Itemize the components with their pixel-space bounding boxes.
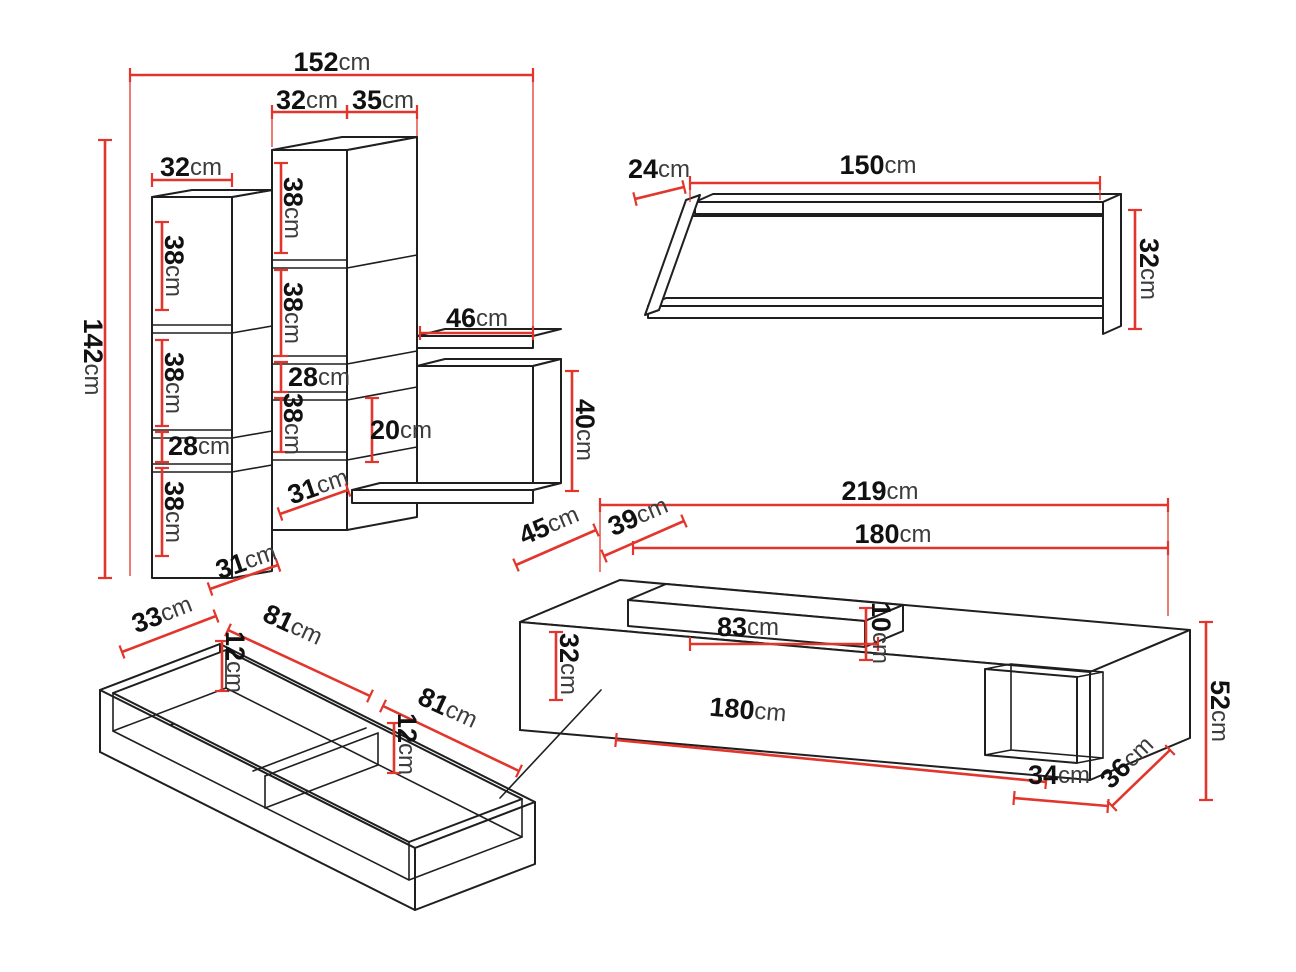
wall-shelf-top-top-face bbox=[694, 193, 1122, 203]
tv-niche-back-wall bbox=[1010, 663, 1104, 759]
dim-tv-depth: 45cm bbox=[515, 499, 584, 551]
dim-tv-front-width: 180cm bbox=[708, 692, 787, 729]
wall-shelf-right-cap bbox=[1102, 193, 1122, 335]
wall-shelf-left-cap bbox=[644, 194, 701, 316]
dim-left-section-1: 38cm bbox=[159, 235, 189, 297]
tv-stand-dimensions: 219cm 180cm 45cm 39cm 32cm 83cm 10cm 180… bbox=[512, 476, 1235, 814]
dim-left-section-4: 38cm bbox=[159, 481, 189, 543]
wall-shelf-back-panel bbox=[654, 215, 1104, 307]
dim-column-section-1: 38cm bbox=[278, 177, 308, 239]
side-panel-side-face bbox=[532, 358, 562, 491]
dim-tv-height: 52cm bbox=[1205, 680, 1235, 742]
dim-drawer1-width: 81cm bbox=[259, 598, 328, 651]
dim-wall-shelf-width: 150cm bbox=[839, 150, 916, 180]
dim-side-panel-height: 40cm bbox=[570, 399, 600, 461]
dim-tv-top-shelf-height: 10cm bbox=[866, 602, 896, 664]
shelving-unit-left-column-drawing bbox=[151, 189, 273, 579]
dim-wall-shelf-depth: 24cm bbox=[628, 154, 690, 184]
dim-column-section-4: 38cm bbox=[278, 393, 308, 455]
dim-left-section-3: 28cm bbox=[168, 431, 230, 461]
dim-tv-niche-width: 34cm bbox=[1028, 760, 1090, 790]
dim-side-shelf-gap: 20cm bbox=[370, 415, 432, 445]
shelving-unit-tall-column-drawing bbox=[271, 136, 418, 531]
wall-shelf-dimensions: 24cm 150cm 32cm bbox=[628, 150, 1164, 331]
dim-column-front-width: 32cm bbox=[276, 85, 338, 115]
upper-shelf-front-face bbox=[416, 335, 534, 349]
lower-shelf-top-face bbox=[351, 482, 562, 491]
left-column-side-face bbox=[231, 189, 273, 579]
drawer-unit-drawing bbox=[99, 643, 536, 911]
dim-wall-shelf-height: 32cm bbox=[1134, 238, 1164, 300]
dim-tv-total-width: 219cm bbox=[841, 476, 918, 506]
dim-drawer2-height: 12cm bbox=[392, 713, 422, 775]
dim-drawers-depth: 33cm bbox=[128, 589, 197, 639]
dim-tv-top-shelf-width: 83cm bbox=[717, 612, 779, 642]
dim-drawer1-height: 12cm bbox=[220, 631, 250, 693]
dim-left-section-2: 38cm bbox=[159, 352, 189, 414]
dim-side-shelf-width: 46cm bbox=[446, 303, 508, 333]
dim-shelving-height: 142cm bbox=[78, 318, 108, 395]
wall-shelf-bottom-front-face bbox=[647, 305, 1104, 319]
dim-tv-top-width: 180cm bbox=[854, 519, 931, 549]
dim-tv-top-depth: 39cm bbox=[604, 490, 673, 542]
drawer-pointer-line bbox=[499, 689, 602, 799]
tv-niche-opening bbox=[984, 668, 1078, 764]
wall-shelf-bottom-top-face bbox=[647, 297, 1122, 307]
shelving-unit-dimensions: 152cm 32cm 35cm 32cm 38cm 38cm 28cm 38cm… bbox=[78, 47, 600, 596]
tall-column-side-face bbox=[346, 136, 418, 531]
dim-shelving-total-width: 152cm bbox=[293, 47, 370, 77]
dim-column-section-2: 38cm bbox=[278, 282, 308, 344]
dim-tv-front-height: 32cm bbox=[554, 633, 584, 695]
wall-shelf-top-front-face bbox=[694, 201, 1104, 215]
dim-column-side-depth: 35cm bbox=[352, 85, 414, 115]
wall-shelf-drawing bbox=[644, 193, 1122, 335]
dim-left-column-width: 32cm bbox=[160, 152, 222, 182]
side-panel-front-face bbox=[416, 365, 534, 491]
dim-column-section-3: 28cm bbox=[288, 362, 350, 392]
lower-shelf-front-face bbox=[351, 489, 534, 504]
